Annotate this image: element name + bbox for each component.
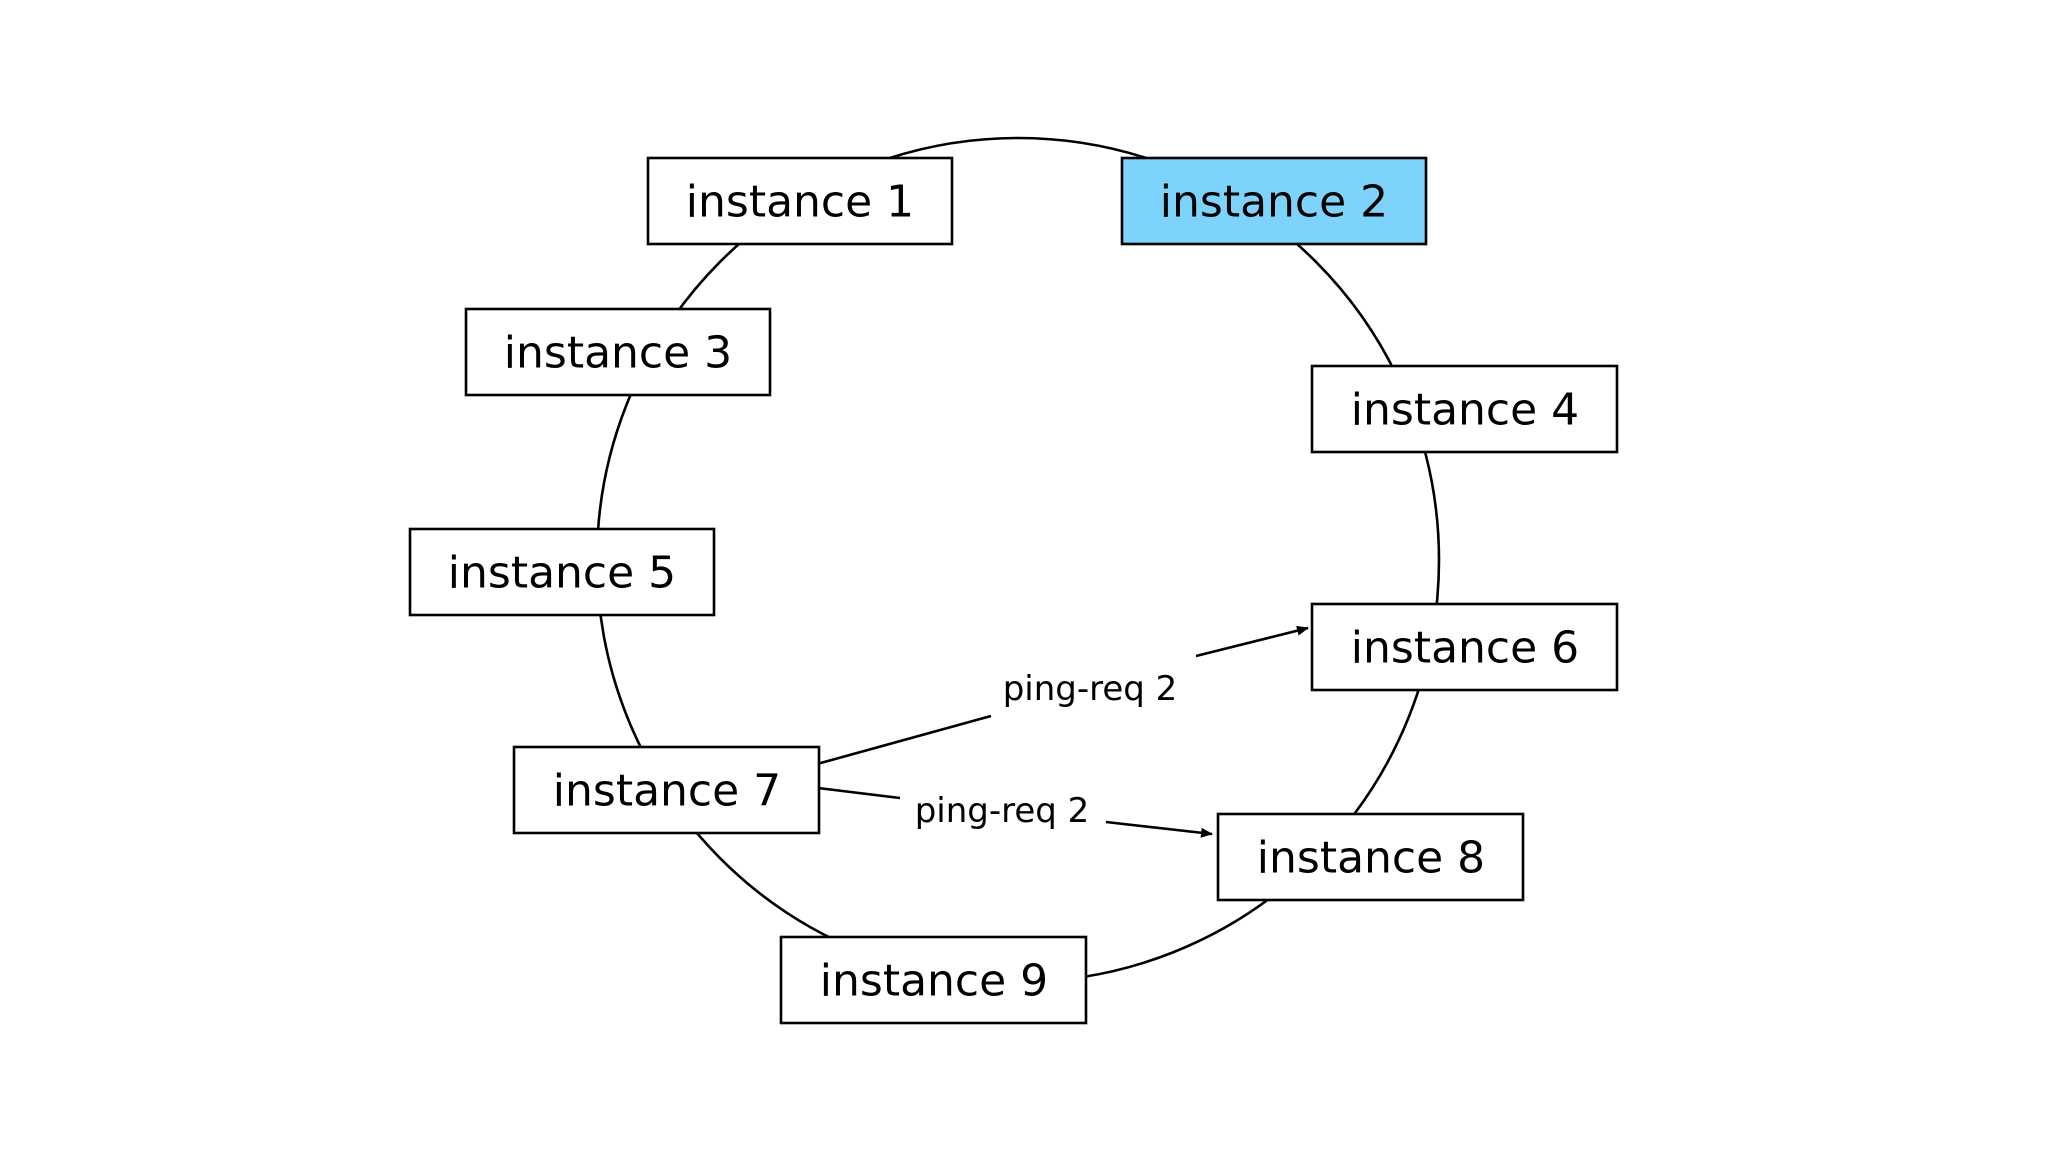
node-instance-8: instance 8 <box>1216 812 1525 902</box>
node-instance-6: instance 6 <box>1310 602 1619 692</box>
node-box <box>1216 812 1525 902</box>
edge-7-to-6: ping-req 2 <box>816 625 1309 766</box>
node-box <box>779 935 1088 1025</box>
node-label: instance 7 <box>553 766 781 817</box>
node-box <box>408 527 716 617</box>
node-box-highlighted <box>1120 156 1428 246</box>
node-label: instance 8 <box>1257 833 1485 884</box>
node-instance-9: instance 9 <box>779 935 1088 1025</box>
edge-label-ping-req-7-6: ping-req 2 <box>1003 669 1178 709</box>
edge-7-to-8: ping-req 2 <box>817 786 1213 838</box>
edge-line-7-6-b <box>1195 625 1309 658</box>
node-label: instance 6 <box>1351 623 1579 674</box>
edge-line-7-8-a <box>817 786 901 800</box>
node-box <box>464 307 772 397</box>
node-label: instance 9 <box>820 956 1048 1007</box>
node-label: instance 2 <box>1160 177 1388 228</box>
node-box <box>1310 602 1619 692</box>
edge-label-ping-req-7-8: ping-req 2 <box>915 791 1090 831</box>
node-instance-5: instance 5 <box>408 527 716 617</box>
node-instance-2: instance 2 <box>1120 156 1428 246</box>
node-label: instance 5 <box>448 548 676 599</box>
edge-line-7-8-b <box>1105 820 1213 838</box>
node-label: instance 3 <box>504 328 732 379</box>
node-box <box>1310 364 1619 454</box>
node-box <box>646 156 954 246</box>
node-instance-4: instance 4 <box>1310 364 1619 454</box>
node-label: instance 4 <box>1351 385 1579 436</box>
edge-line-7-6-a <box>816 714 992 766</box>
node-instance-7: instance 7 <box>512 745 821 835</box>
node-instance-1: instance 1 <box>646 156 954 246</box>
node-instance-3: instance 3 <box>464 307 772 397</box>
node-box <box>512 745 821 835</box>
node-label: instance 1 <box>686 177 914 228</box>
